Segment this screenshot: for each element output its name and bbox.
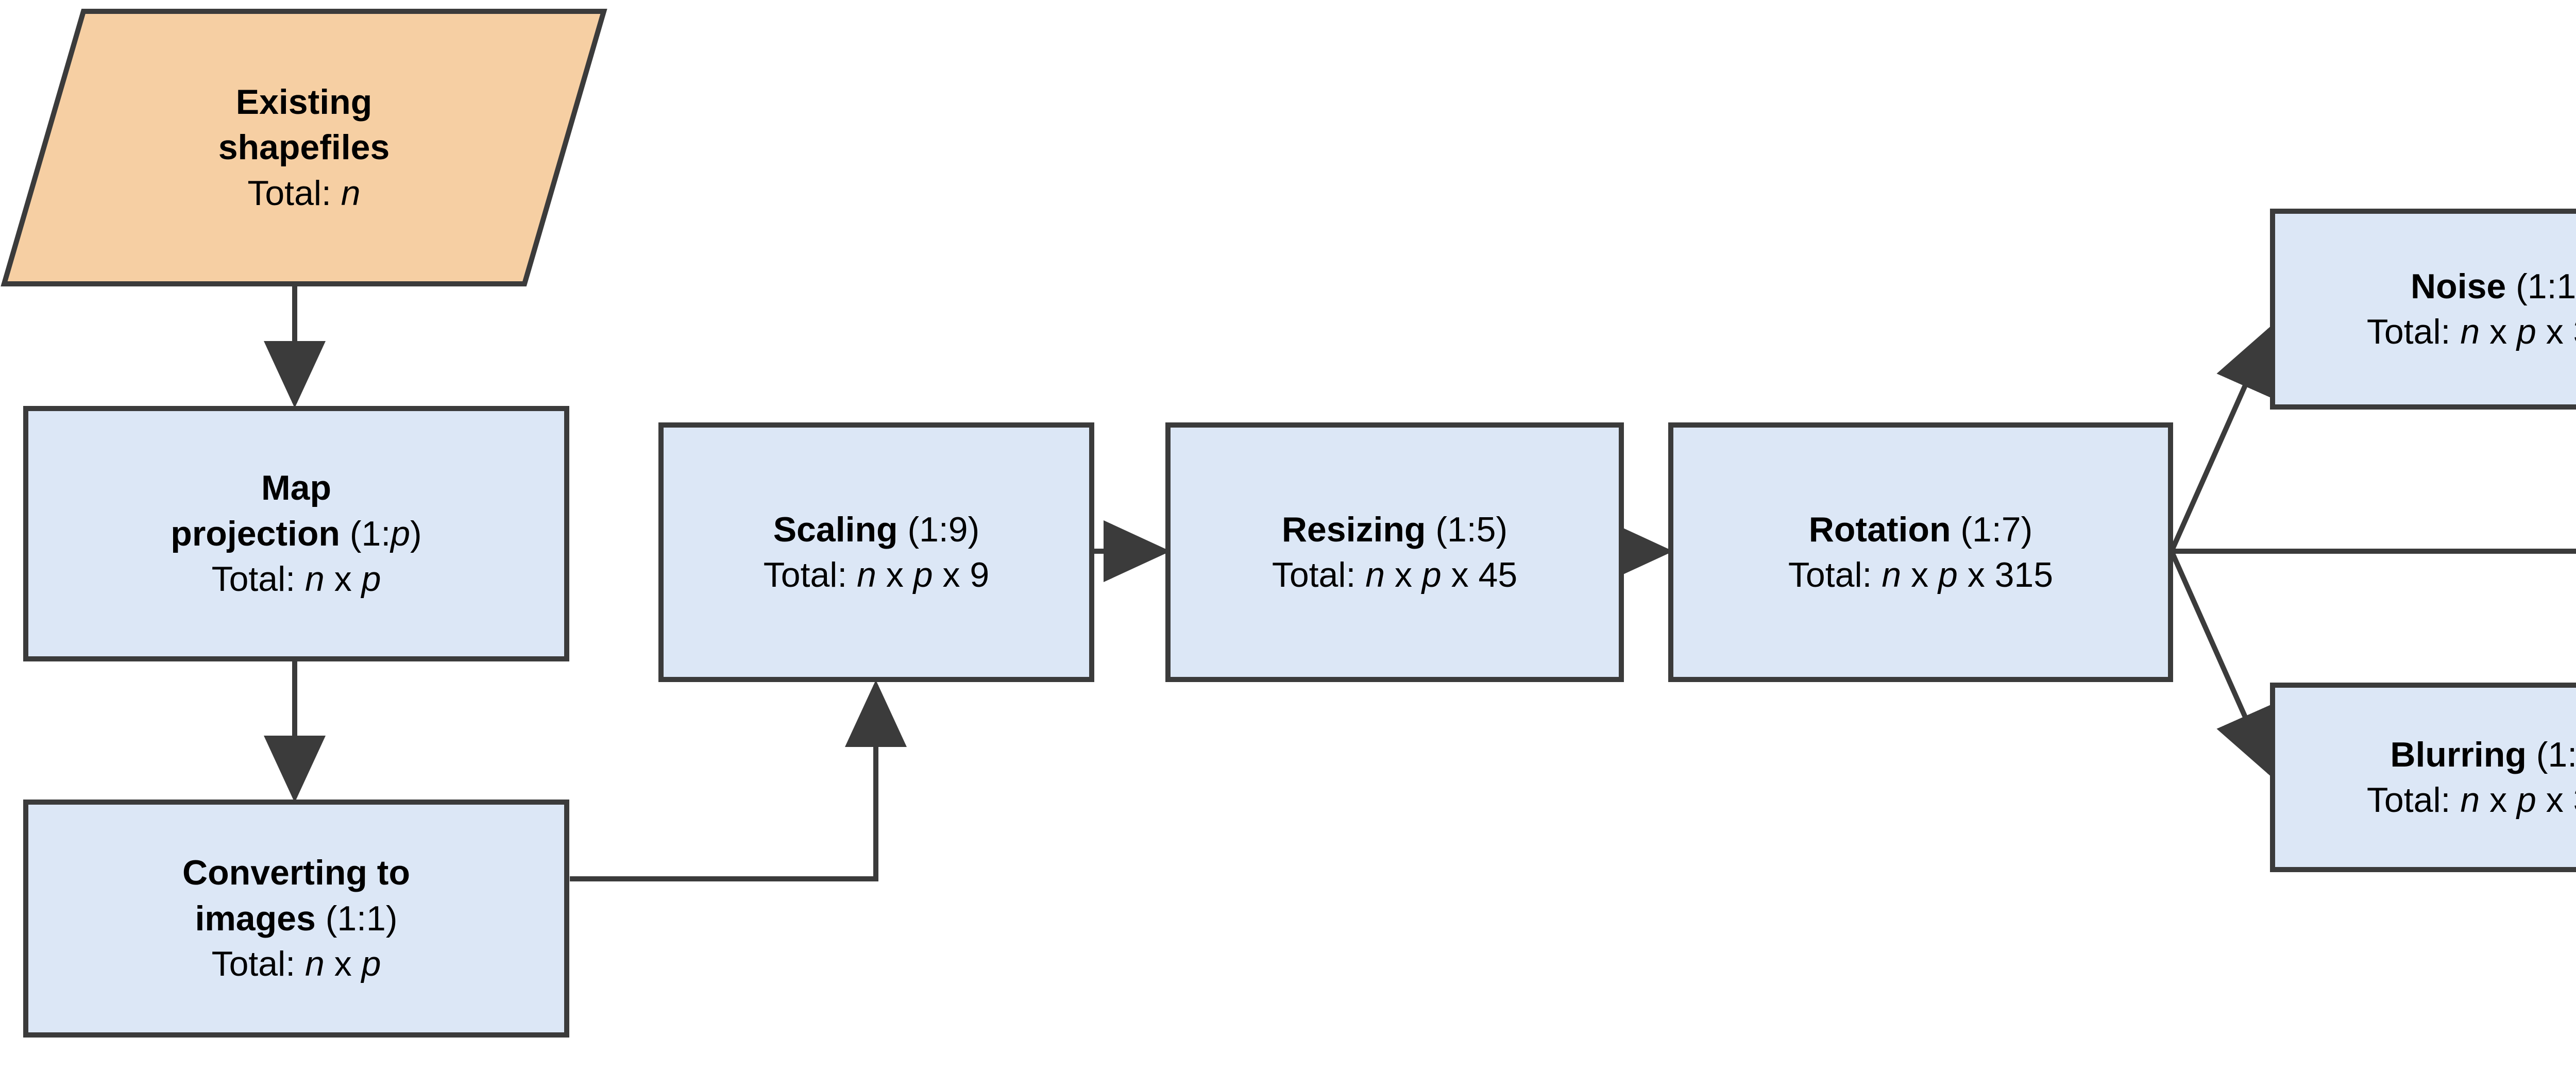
total-v1: n <box>2460 780 2480 820</box>
total-x2: x <box>1441 555 1479 594</box>
total-v2: p <box>361 559 381 599</box>
total-label: Total: <box>211 944 305 984</box>
total-v1: n <box>1882 555 1902 594</box>
rotation-ratio: (1:7) <box>1951 509 2033 549</box>
node-map-projection[interactable]: Map projection (1:p) Total: n x p <box>23 406 569 661</box>
map-projection-total: Total: n x p <box>212 556 381 602</box>
node-resizing[interactable]: Resizing (1:5) Total: n x p x 45 <box>1165 422 1624 682</box>
total-x1: x <box>876 555 913 594</box>
scaling-label-line: Scaling (1:9) <box>773 507 980 552</box>
total-v2: p <box>1938 555 1958 594</box>
noise-label: Noise <box>2411 266 2506 306</box>
blurring-ratio: (1:1) <box>2536 735 2576 774</box>
resizing-label-line: Resizing (1:5) <box>1282 507 1507 552</box>
blurring-label: Blurring <box>2390 735 2527 774</box>
total-label: Total: <box>247 173 341 213</box>
converting-ratio: (1:1) <box>315 898 398 938</box>
total-label: Total: <box>2366 780 2461 820</box>
edge-converting-to-scaling <box>570 680 907 881</box>
scaling-total: Total: n x p x 9 <box>764 552 990 598</box>
map-projection-line1: Map <box>261 468 331 508</box>
map-projection-line2: projection (1:p) <box>171 511 421 556</box>
resizing-label: Resizing <box>1281 509 1426 549</box>
blurring-label-line: Blurring (1:1) <box>2390 732 2576 777</box>
parallelogram-shape <box>1 9 607 286</box>
total-x1: x <box>2480 780 2517 820</box>
total-v3: 9 <box>970 555 990 594</box>
scaling-label: Scaling <box>773 509 898 549</box>
map-projection-ratio-var: p <box>391 514 411 553</box>
edge-rotation-to-noise <box>2169 325 2274 553</box>
node-blurring[interactable]: Blurring (1:1) Total: n x p x 315 <box>2270 683 2576 872</box>
noise-ratio: (1:1) <box>2516 266 2576 306</box>
total-v1: n <box>304 944 325 984</box>
noise-label-line: Noise (1:1) <box>2411 264 2576 309</box>
total-v3: 315 <box>2573 312 2576 351</box>
total-x1: x <box>2480 312 2517 351</box>
node-existing-shapefiles-text: Existing shapefiles Total: n <box>218 79 390 216</box>
total-v1: n <box>304 559 325 599</box>
total-v1: n <box>857 555 876 594</box>
converting-total: Total: n x p <box>212 941 381 987</box>
total-label: Total: <box>2366 312 2461 351</box>
edge-rotation-to-blurring <box>2169 550 2274 778</box>
total-v1: n <box>2460 312 2480 351</box>
node-noise[interactable]: Noise (1:1) Total: n x p x 315 <box>2270 209 2576 410</box>
node-existing-shapefiles[interactable]: Existing shapefiles Total: n <box>0 7 608 288</box>
total-label: Total: <box>1788 555 1882 594</box>
scaling-ratio: (1:9) <box>897 509 980 549</box>
total-v3: 315 <box>1994 555 2054 594</box>
existing-shapefiles-total: Total: n <box>218 171 390 216</box>
total-x2: x <box>2536 780 2573 820</box>
total-label: Total: <box>763 555 857 594</box>
blurring-total: Total: n x p x 315 <box>2367 777 2576 823</box>
converting-line2: images (1:1) <box>195 896 397 941</box>
total-x1: x <box>324 559 362 599</box>
total-v2: p <box>361 944 381 984</box>
total-x1: x <box>1901 555 1938 594</box>
rotation-total: Total: n x p x 315 <box>1788 552 2053 598</box>
converting-line1: Converting to <box>182 853 410 893</box>
node-scaling[interactable]: Scaling (1:9) Total: n x p x 9 <box>658 422 1094 682</box>
total-v2: p <box>2516 312 2536 351</box>
converting-label: images <box>195 898 316 938</box>
total-v3: 45 <box>1478 555 1518 594</box>
resizing-ratio: (1:5) <box>1426 509 1508 549</box>
total-v3: 315 <box>2573 780 2576 820</box>
total-x1: x <box>1385 555 1422 594</box>
total-x2: x <box>1957 555 1995 594</box>
map-projection-ratio-open: (1: <box>340 514 391 553</box>
total-label: Total: <box>1272 555 1366 594</box>
total-x2: x <box>933 555 970 594</box>
node-converting-to-images[interactable]: Converting to images (1:1) Total: n x p <box>23 800 569 1038</box>
total-label: Total: <box>211 559 305 599</box>
node-rotation[interactable]: Rotation (1:7) Total: n x p x 315 <box>1668 422 2173 682</box>
total-x1: x <box>324 944 362 984</box>
total-x2: x <box>2536 312 2573 351</box>
total-v2: p <box>913 555 933 594</box>
map-projection-label: projection <box>171 514 340 553</box>
noise-total: Total: n x p x 315 <box>2367 309 2576 354</box>
existing-shapefiles-line2: shapefiles <box>218 128 390 167</box>
total-v2: p <box>1421 555 1442 594</box>
resizing-total: Total: n x p x 45 <box>1272 552 1517 598</box>
rotation-label: Rotation <box>1808 509 1951 549</box>
existing-shapefiles-line1: Existing <box>235 82 372 122</box>
total-v1: n <box>1365 555 1385 594</box>
rotation-label-line: Rotation (1:7) <box>1809 507 2032 552</box>
map-projection-ratio-close: ) <box>410 514 422 553</box>
total-value: n <box>341 173 361 213</box>
total-v2: p <box>2516 780 2536 820</box>
